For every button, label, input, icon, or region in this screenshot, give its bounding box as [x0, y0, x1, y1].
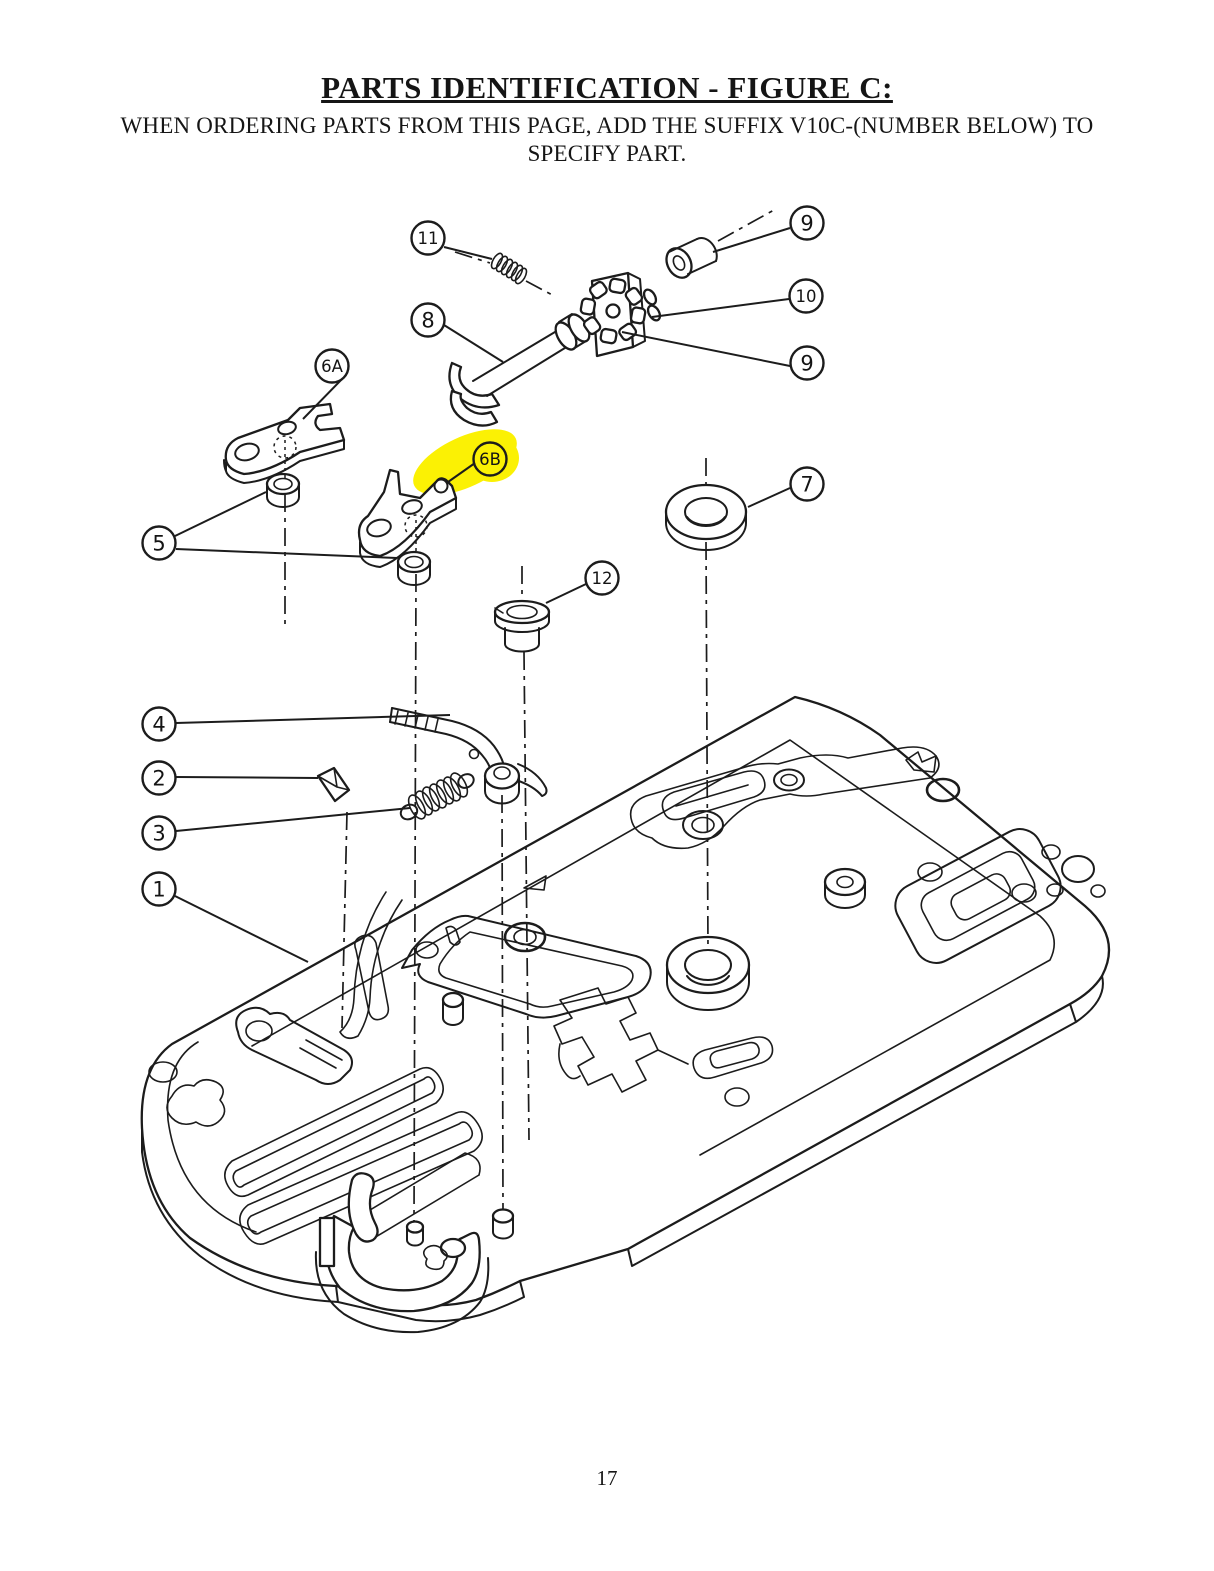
callout-2-circle: [141, 760, 177, 796]
centerlines: [284, 209, 775, 1223]
callout-4-leader: [175, 714, 451, 724]
part-7-washer-drawing: [664, 483, 748, 551]
callout-1-circle: [141, 871, 177, 907]
page-number: 17: [596, 1466, 618, 1490]
callout-3-label: 3: [152, 822, 165, 846]
callout-7-leader: [747, 487, 791, 508]
part-4-lever-arm-drawing: [389, 707, 548, 805]
callout-5-leader: [174, 491, 267, 537]
part-9-roller-drawing: [665, 236, 718, 279]
callout-9-circle: [789, 345, 825, 381]
callout-3-circle: [141, 815, 177, 851]
callout-4-circle: [141, 706, 177, 742]
page-subtitle: WHEN ORDERING PARTS FROM THIS PAGE, ADD …: [120, 113, 1094, 167]
callout-5-label: 5: [152, 532, 165, 556]
callout-9-label: 9: [800, 352, 813, 376]
callout-9-leader: [621, 331, 791, 367]
part-5-bushing-a-drawing: [265, 472, 301, 508]
callout-11-label: 11: [418, 229, 439, 248]
callout-3-leader: [175, 807, 411, 832]
callout-8-circle: [410, 302, 446, 338]
callout-11-leader: [443, 246, 493, 260]
callout-10-leader: [651, 298, 790, 318]
callout-6B-leader: [447, 462, 476, 483]
callout-1-leader: [174, 895, 309, 963]
callout-2-leader: [175, 776, 319, 779]
callout-1-label: 1: [152, 878, 165, 902]
callout-6A-leader: [302, 376, 345, 420]
callout-9-circle: [789, 205, 825, 241]
callout-12-circle: [584, 560, 620, 596]
base-plate-horn: [314, 1172, 490, 1334]
part-11-set-screw-spring-drawing: [490, 252, 528, 285]
callout-9-leader: [712, 227, 791, 253]
page-header: PARTS IDENTIFICATION - FIGURE C: WHEN OR…: [0, 70, 1214, 168]
callout-8-leader: [443, 324, 504, 363]
base-plate-pins: [405, 1208, 515, 1247]
part-5-bushing-b-drawing: [396, 550, 432, 586]
callout-4-label: 4: [152, 713, 165, 737]
callout-5-leader: [175, 548, 398, 559]
part-1-base-plate-drawing: [140, 695, 1111, 1334]
part-6b-lever-drawing: [357, 468, 458, 568]
callout-2-label: 2: [152, 767, 165, 791]
callout-12-leader: [545, 583, 587, 604]
part-3-coil-spring-drawing: [399, 772, 475, 821]
part-10-gear-cluster-drawing: [579, 277, 662, 345]
page-title: PARTS IDENTIFICATION - FIGURE C:: [321, 70, 893, 105]
callout-6A-label: 6A: [321, 357, 343, 376]
part-6a-lever-drawing: [223, 402, 346, 484]
callout-10-label: 10: [796, 287, 817, 306]
part-12-bushing-drawing: [493, 599, 551, 653]
part-8-shaft-assembly-drawing: [448, 271, 662, 427]
callout-7-circle: [789, 466, 825, 502]
callout-9-label: 9: [800, 212, 813, 236]
callout-8-label: 8: [421, 309, 434, 333]
callout-10-circle: [788, 278, 824, 314]
callout-7-label: 7: [800, 473, 813, 497]
callout-12-label: 12: [592, 569, 613, 588]
callout-5-circle: [141, 525, 177, 561]
callout-6B-circle: [472, 441, 508, 477]
callout-6B-label: 6B: [479, 450, 501, 469]
part-2-wedge-drawing: [316, 766, 351, 803]
callouts: 11 9 8 10 9 6A 6B 7 5 12 4 2 3 1: [141, 205, 825, 963]
callout-11-circle: [410, 220, 446, 256]
callout-6A-circle: [314, 348, 350, 384]
